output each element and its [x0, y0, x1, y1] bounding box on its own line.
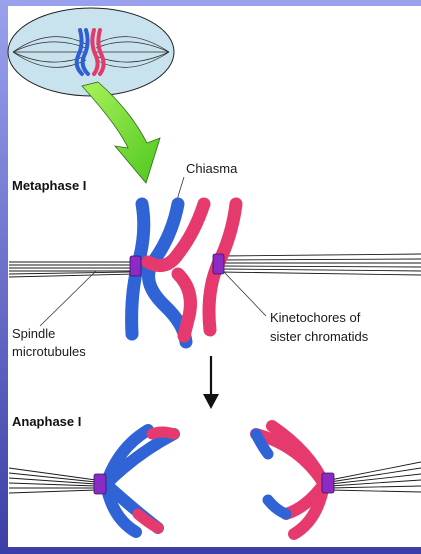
metaphase-label: Metaphase I: [12, 178, 86, 193]
spindle-label-line1: Spindle: [12, 326, 55, 341]
metaphase-kinetochore-right: [213, 254, 224, 274]
anaphase-kinetochore-left: [94, 474, 106, 494]
kinetochore-label-line1: Kinetochores of: [270, 310, 361, 325]
metaphase-kinetochore-left: [130, 256, 141, 276]
cell-thumbnail: [8, 8, 174, 96]
kinetochore-label-line2: sister chromatids: [270, 329, 369, 344]
spindle-label-line2: microtubules: [12, 344, 86, 359]
anaphase-kinetochore-right: [322, 473, 334, 493]
chiasma-label: Chiasma: [186, 161, 238, 176]
anaphase-label: Anaphase I: [12, 414, 81, 429]
